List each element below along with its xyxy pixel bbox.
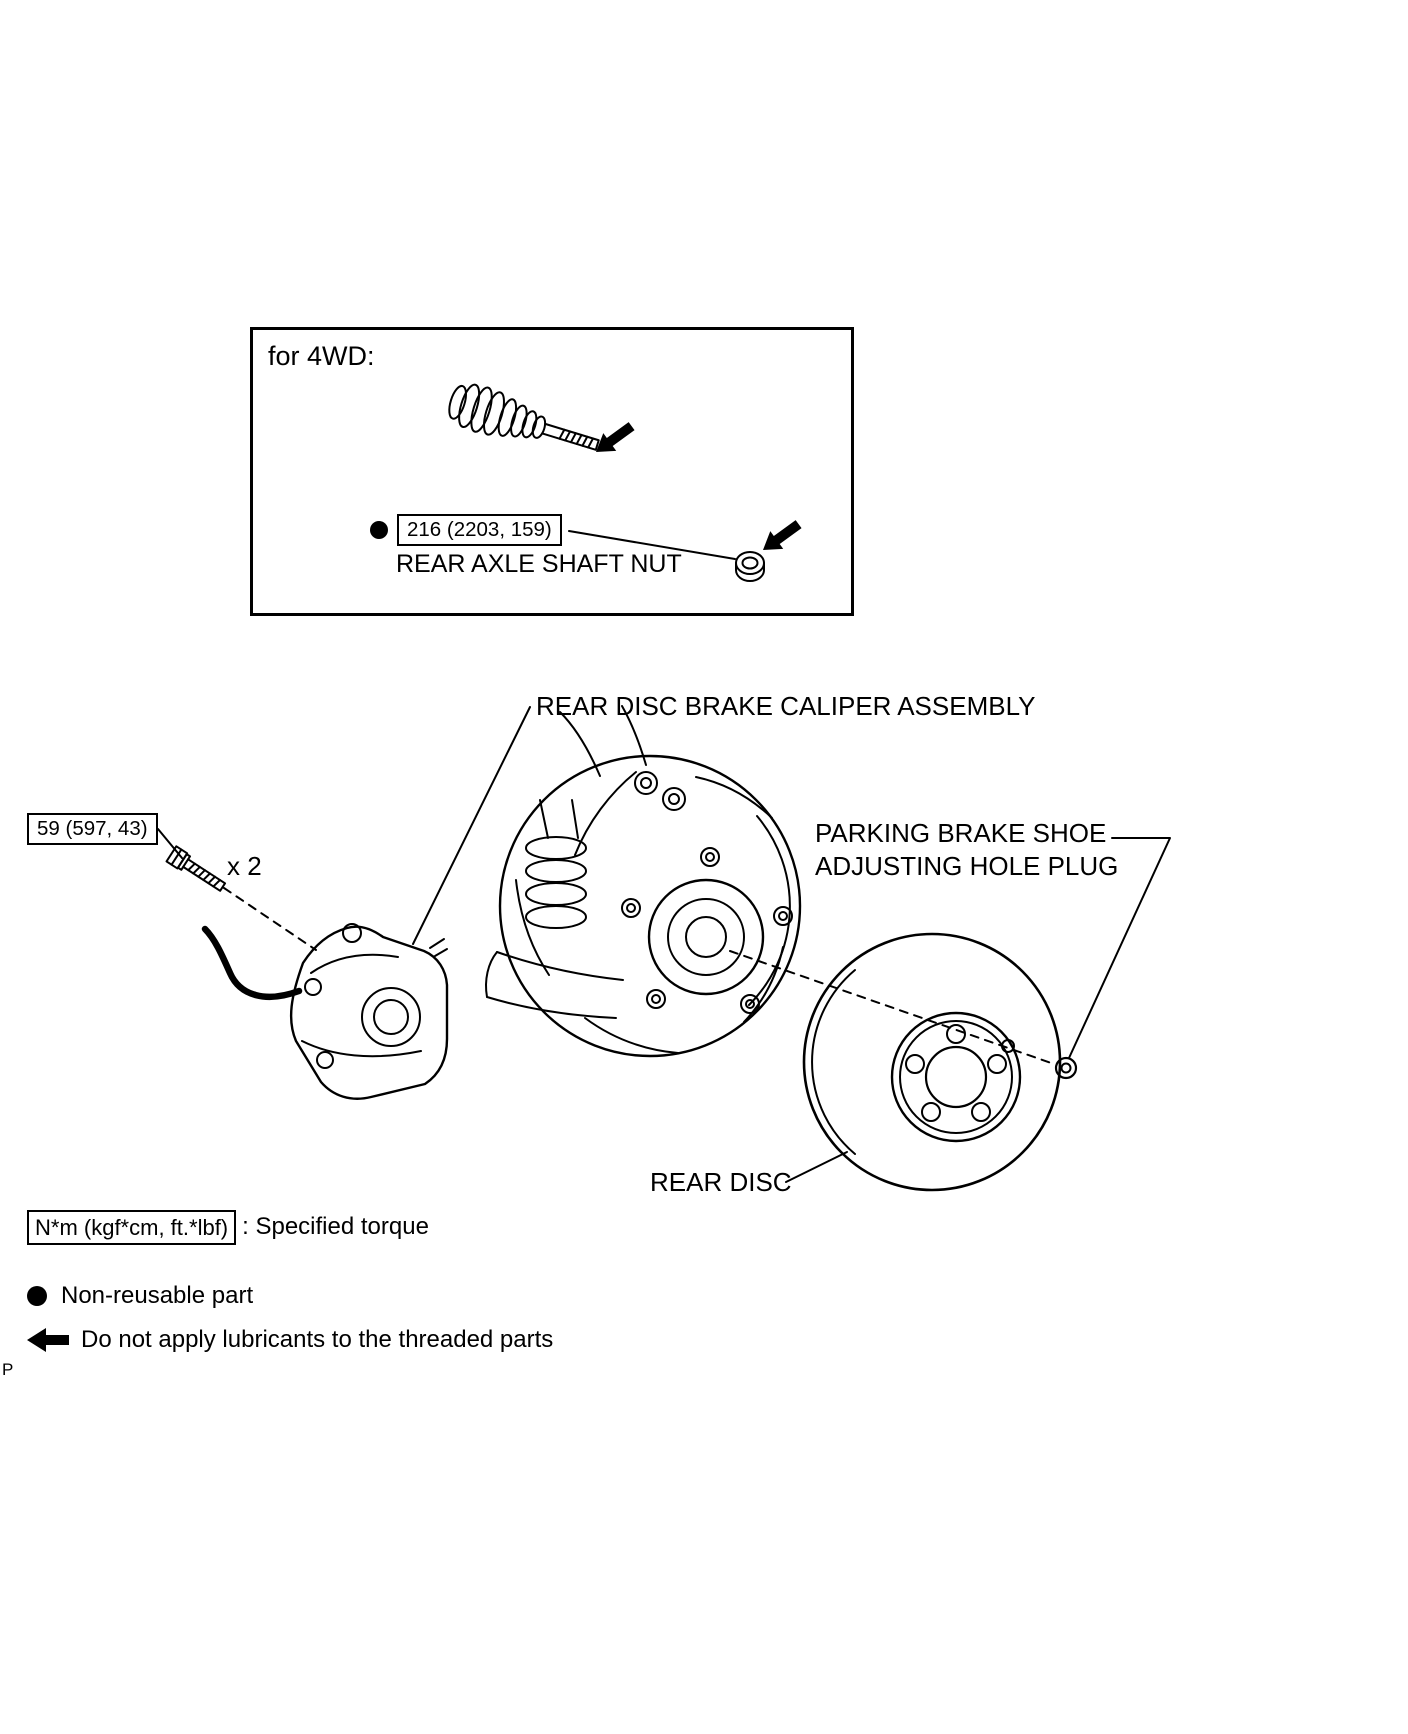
plug-label: PARKING BRAKE SHOE ADJUSTING HOLE PLUG [815, 817, 1118, 883]
brake-caliper-drawing [201, 923, 449, 1100]
bolt-axis-dashed [223, 887, 317, 951]
rear-axle-shaft-drawing [448, 383, 600, 451]
rear-disc-drawing [802, 932, 1062, 1192]
axle-shaft-nut-drawing [735, 551, 765, 582]
legend-torque-row: N*m (kgf*cm, ft.*lbf) : Specified torque [27, 1210, 429, 1246]
axle-nut-label: REAR AXLE SHAFT NUT [396, 550, 682, 578]
no-lubricant-arrow-icon [27, 1328, 69, 1353]
disc-label-leader [785, 1151, 848, 1183]
inset-leader-line [568, 530, 736, 560]
legend-torque-meaning: : Specified torque [242, 1213, 429, 1241]
caliper-bolt-drawing [165, 845, 227, 892]
4wd-inset-box [250, 327, 854, 616]
plug-label-line2: ADJUSTING HOLE PLUG [815, 851, 1119, 881]
caliper-assembly-label: REAR DISC BRAKE CALIPER ASSEMBLY [536, 691, 1036, 721]
caliper-label-leader [412, 706, 531, 945]
non-reusable-bullet-icon [27, 1286, 47, 1307]
legend-torque-format: N*m (kgf*cm, ft.*lbf) [27, 1210, 237, 1246]
inset-title: for 4WD: [268, 341, 375, 371]
adjusting-hole [1001, 1039, 1015, 1053]
hub-axis-dashed [729, 950, 1055, 1065]
backing-plate-hub-drawing [485, 705, 802, 1058]
plug-label-line1: PARKING BRAKE SHOE [815, 818, 1107, 848]
axle-nut-torque-row: 216 (2203, 159) [370, 514, 562, 546]
bolt-count-label: x 2 [227, 851, 262, 881]
legend-nonreusable-text: Non-reusable part [61, 1282, 254, 1309]
non-reusable-icon [370, 520, 388, 539]
page-corner-mark: P [2, 1360, 14, 1379]
axle-nut-torque-spec: 216 (2203, 159) [397, 514, 562, 546]
caliper-bolt-torque-spec: 59 (597, 43) [27, 813, 158, 845]
plug-label-leader [1068, 837, 1171, 1059]
legend-nonreusable-row: Non-reusable part [27, 1282, 253, 1311]
legend-lubricant-row: Do not apply lubricants to the threaded … [25, 1326, 553, 1355]
legend-lubricant-text: Do not apply lubricants to the threaded … [81, 1326, 554, 1353]
rear-disc-label: REAR DISC [650, 1167, 792, 1197]
caliper-bolt-torque-row: 59 (597, 43) [27, 813, 158, 845]
hole-plug-drawing [1054, 1056, 1078, 1080]
brake-hose [201, 925, 303, 1000]
